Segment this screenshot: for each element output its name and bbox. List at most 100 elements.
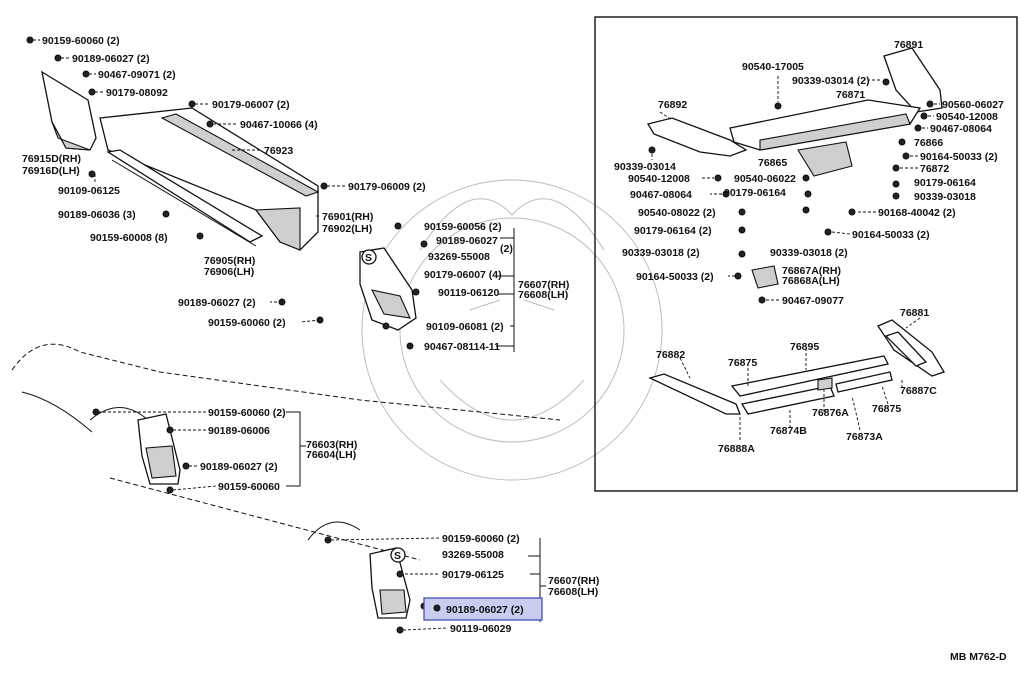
label-90109-06125[interactable]: 90109-06125 [58, 185, 120, 197]
label-90119-06029[interactable]: 90119-06029 [450, 623, 511, 635]
label-90189-06027[interactable]: 90189-06027 (2) [72, 53, 150, 65]
label-90189-06006[interactable]: 90189-06006 [208, 425, 270, 437]
label-76604[interactable]: 76604(LH) [306, 449, 356, 461]
label-90159-60008[interactable]: 90159-60008 (8) [90, 232, 168, 244]
label-76887C[interactable]: 76887C [900, 385, 937, 397]
label-90540-06022[interactable]: 90540-06022 [734, 173, 796, 185]
label-76608[interactable]: 76608(LH) [518, 289, 568, 301]
label-90179-06009[interactable]: 90179-06009 (2) [348, 181, 426, 193]
label-90467-09077[interactable]: 90467-09077 [782, 295, 844, 307]
label-93269-55008-b[interactable]: 93269-55008 [442, 549, 504, 561]
label-90164-50033-c[interactable]: 90164-50033 (2) [636, 271, 714, 283]
body-outline [11, 343, 561, 561]
label-76891[interactable]: 76891 [894, 39, 923, 51]
label-76865[interactable]: 76865 [758, 157, 787, 169]
highlight-box [423, 597, 543, 621]
label-76607[interactable]: 76607(RH) [518, 279, 569, 291]
label-90467-08064[interactable]: 90467-08064 [930, 123, 992, 135]
label-90540-17005[interactable]: 90540-17005 [742, 61, 804, 73]
label-76902[interactable]: 76902(LH) [322, 223, 372, 235]
label-90179-06164-c[interactable]: 90179-06164 (2) [634, 225, 712, 237]
leader-lines-right [651, 76, 940, 440]
label-90164-50033[interactable]: 90164-50033 (2) [920, 151, 998, 163]
s-badge-rear: S [394, 550, 401, 562]
label-90189-06027-highlighted[interactable]: 90189-06027 (2) [446, 604, 524, 616]
label-90467-09071[interactable]: 90467-09071 (2) [98, 69, 176, 81]
watermark-emblem [361, 179, 663, 481]
label-76875-b[interactable]: 76875 [872, 403, 901, 415]
label-76895[interactable]: 76895 [790, 341, 819, 353]
label-76866[interactable]: 76866 [914, 137, 943, 149]
label-76603[interactable]: 76603(RH) [306, 439, 357, 451]
label-90179-08092[interactable]: 90179-08092 [106, 87, 168, 99]
label-90560-06027[interactable]: 90560-06027 [942, 99, 1004, 111]
rocker-panel-assembly: S [41, 70, 417, 331]
drawing-code: MB M762-D [950, 651, 1007, 663]
label-76876A[interactable]: 76876A [812, 407, 849, 419]
label-90189-06027-b[interactable]: 90189-06027 [436, 235, 498, 247]
label-76882[interactable]: 76882 [656, 349, 685, 361]
label-76872[interactable]: 76872 [920, 163, 949, 175]
label-90159-60060-c[interactable]: 90159-60060 (2) [208, 407, 286, 419]
spoiler-inset-frame [594, 16, 1018, 492]
label-90540-08022[interactable]: 90540-08022 (2) [638, 207, 716, 219]
fasteners-left [26, 36, 428, 634]
label-76875[interactable]: 76875 [728, 357, 757, 369]
label-76881[interactable]: 76881 [900, 307, 929, 319]
label-90179-06125[interactable]: 90179-06125 [442, 569, 504, 581]
label-90339-03018[interactable]: 90339-03018 [914, 191, 976, 203]
label-90109-06081[interactable]: 90109-06081 (2) [426, 321, 504, 333]
label-90339-03014-b[interactable]: 90339-03014 [614, 161, 676, 173]
lower-lip-assembly [648, 319, 945, 415]
part-labels-right: 76891 90540-17005 90339-03014 (2) 76871 … [614, 39, 1004, 455]
part-labels-left: 90159-60060 (2) 90189-06027 (2) 90467-09… [22, 35, 599, 635]
label-76888A[interactable]: 76888A [718, 443, 755, 455]
label-90339-03018-c[interactable]: 90339-03018 (2) [770, 247, 848, 259]
label-90339-03018-b[interactable]: 90339-03018 (2) [622, 247, 700, 259]
label-90159-60060-d[interactable]: 90159-60060 [218, 481, 280, 493]
label-qty-2: (2) [500, 243, 513, 255]
label-90540-12008[interactable]: 90540-12008 [936, 111, 998, 123]
highlight-fastener [433, 604, 441, 612]
label-76608-b[interactable]: 76608(LH) [548, 586, 598, 598]
label-90467-08064-b[interactable]: 90467-08064 [630, 189, 692, 201]
label-90339-03014[interactable]: 90339-03014 (2) [792, 75, 870, 87]
label-76906[interactable]: 76906(LH) [204, 266, 254, 278]
label-76607-b[interactable]: 76607(RH) [548, 575, 599, 587]
label-76867A[interactable]: 76867A(RH) [782, 265, 841, 277]
label-90179-06164[interactable]: 90179-06164 [914, 177, 976, 189]
leader-lines-left [33, 39, 546, 631]
label-90189-06027-d[interactable]: 90189-06027 (2) [200, 461, 278, 473]
label-93269-55008[interactable]: 93269-55008 [428, 251, 490, 263]
label-76871[interactable]: 76871 [836, 89, 865, 101]
label-76923[interactable]: 76923 [264, 145, 293, 157]
label-76892[interactable]: 76892 [658, 99, 687, 111]
label-90159-60060-e[interactable]: 90159-60060 (2) [442, 533, 520, 545]
label-76916D[interactable]: 76916D(LH) [22, 165, 80, 177]
label-76901[interactable]: 76901(RH) [322, 211, 373, 223]
label-90164-50033-b[interactable]: 90164-50033 (2) [852, 229, 930, 241]
spoiler-assembly [646, 47, 943, 289]
label-76868A[interactable]: 76868A(LH) [782, 275, 840, 287]
label-90159-60056[interactable]: 90159-60056 (2) [424, 221, 502, 233]
label-90189-06036[interactable]: 90189-06036 (3) [58, 209, 136, 221]
label-90189-06027-c[interactable]: 90189-06027 (2) [178, 297, 256, 309]
label-90119-06120[interactable]: 90119-06120 [438, 287, 499, 299]
label-76915D[interactable]: 76915D(RH) [22, 153, 81, 165]
label-90179-06007-b[interactable]: 90179-06007 (4) [424, 269, 502, 281]
fasteners-right [648, 78, 934, 304]
label-90159-60060-b[interactable]: 90159-60060 (2) [208, 317, 286, 329]
label-90467-08114-11[interactable]: 90467-08114-11 [424, 341, 500, 353]
label-90179-06007[interactable]: 90179-06007 (2) [212, 99, 290, 111]
label-76874B[interactable]: 76874B [770, 425, 807, 437]
rear-mud-flap: S [369, 547, 411, 619]
label-90159-60060[interactable]: 90159-60060 (2) [42, 35, 120, 47]
label-76905[interactable]: 76905(RH) [204, 255, 255, 267]
label-90168-40042[interactable]: 90168-40042 (2) [878, 207, 956, 219]
s-badge: S [365, 252, 372, 264]
label-90467-10066[interactable]: 90467-10066 (4) [240, 119, 318, 131]
label-90540-12008-b[interactable]: 90540-12008 [628, 173, 690, 185]
label-90179-06164-b[interactable]: 90179-06164 [724, 187, 786, 199]
label-76873A[interactable]: 76873A [846, 431, 883, 443]
